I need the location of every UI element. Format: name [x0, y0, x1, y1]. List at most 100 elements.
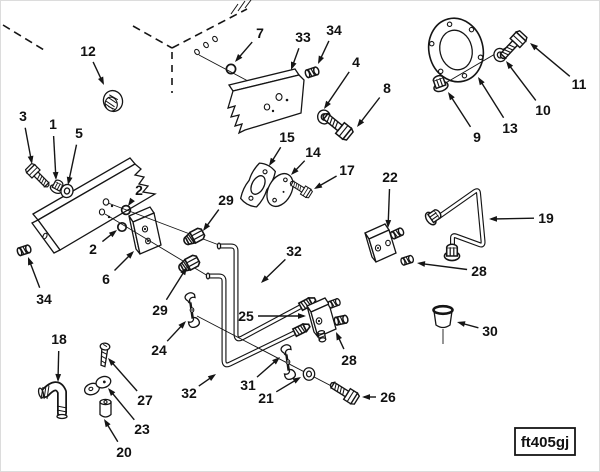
arrowhead-icon: [506, 61, 514, 70]
arrowhead-icon: [203, 222, 211, 231]
flange-plate-part-13: [427, 17, 525, 89]
arrowhead-icon: [291, 167, 299, 175]
bolt-part-3: [23, 161, 53, 191]
tube-clamp-part-24: [184, 292, 201, 329]
part-number-label: 18: [51, 331, 67, 347]
part-number-label: 29: [152, 302, 168, 318]
part-number-label: 4: [352, 54, 360, 70]
part-number-label: 3: [19, 108, 27, 124]
callout-11: 11: [530, 43, 587, 92]
leader-line: [52, 135, 57, 179]
callout-29: 29: [203, 192, 234, 231]
part-number-label: 6: [102, 271, 110, 287]
arrowhead-icon: [28, 257, 34, 266]
part-number-label: 31: [240, 377, 256, 393]
callout-17: 17: [314, 162, 355, 189]
leader-line: [67, 144, 78, 184]
part-number-label: 15: [279, 129, 295, 145]
part-number-label: 24: [151, 342, 167, 358]
arrowhead-icon: [489, 216, 497, 222]
arrowhead-icon: [385, 219, 392, 228]
arrowhead-icon: [318, 55, 324, 64]
part-number-label: 9: [473, 129, 481, 145]
arrowhead-icon: [108, 388, 116, 396]
cap-part-30: [432, 304, 454, 344]
part-number-label: 1: [49, 116, 57, 132]
arrowhead-icon: [126, 251, 134, 259]
callout-10: 10: [506, 61, 551, 118]
arrowhead-icon: [27, 155, 34, 164]
hose-clip-part-23: [83, 375, 112, 396]
part-number-label: 28: [341, 352, 357, 368]
valve-block-part-22: [364, 223, 406, 263]
callout-21: 21: [258, 377, 301, 406]
callout-28: 28: [417, 261, 487, 279]
callout-2: 2: [128, 182, 143, 206]
part-number-label: 10: [535, 102, 551, 118]
arrowhead-icon: [235, 54, 243, 62]
part-number-label: 2: [89, 241, 97, 257]
mounting-bar: [31, 157, 157, 254]
arrowhead-icon: [128, 197, 135, 206]
callout-13: 13: [478, 77, 518, 136]
callout-14: 14: [291, 144, 321, 175]
stamp-box: [514, 427, 576, 456]
part-number-label: 12: [80, 43, 96, 59]
engine-outline-dashed: [2, 0, 252, 93]
stamp-text: ft405gj: [521, 434, 569, 451]
leader-line: [531, 43, 571, 77]
drain-tube-part-19: [422, 188, 486, 262]
part-number-label: 25: [238, 308, 254, 324]
leader-line: [108, 359, 138, 392]
junction-block-part-6: [128, 206, 162, 255]
arrowhead-icon: [357, 118, 365, 127]
arrowhead-icon: [108, 358, 116, 366]
arrowhead-icon: [298, 313, 306, 319]
arrowhead-icon: [478, 77, 485, 86]
arrowhead-icon: [66, 176, 73, 185]
part-number-label: 5: [75, 125, 83, 141]
part-number-label: 11: [572, 76, 587, 92]
arrowhead-icon: [272, 357, 280, 365]
callout-3: 3: [19, 108, 34, 164]
part-number-label: 20: [116, 444, 132, 460]
callout-32: 32: [181, 374, 216, 401]
part-number-label: 8: [383, 80, 391, 96]
callout-22: 22: [382, 169, 398, 228]
callout-23: 23: [108, 388, 150, 437]
arrowhead-icon: [261, 275, 269, 283]
bolt-part-11: [495, 28, 529, 63]
callout-19: 19: [489, 210, 554, 226]
part-number-label: 19: [538, 210, 554, 226]
o-ring-part-2: [120, 204, 132, 216]
callout-9: 9: [448, 92, 481, 145]
arrowhead-icon: [530, 43, 538, 51]
o-ring-part-7: [225, 63, 237, 75]
arrowhead-icon: [417, 261, 426, 267]
fuel-tube-part-32: [216, 242, 318, 342]
callout-18: 18: [51, 331, 67, 382]
leader-line: [418, 262, 468, 271]
arrowhead-icon: [324, 100, 331, 109]
part-number-label: 29: [218, 192, 234, 208]
part-number-label: 30: [482, 323, 498, 339]
callout-28: 28: [336, 332, 357, 368]
arrowhead-icon: [108, 230, 117, 238]
part-number-label: 28: [471, 263, 487, 279]
connector-fitting-part-29: [180, 226, 207, 249]
callout-29: 29: [152, 267, 187, 318]
arrowhead-icon: [52, 171, 59, 180]
arrowhead-icon: [457, 321, 466, 327]
callout-15: 15: [269, 129, 295, 166]
callout-7: 7: [235, 25, 264, 62]
callout-6: 6: [102, 251, 134, 287]
part-number-label: 27: [137, 392, 153, 408]
arrowhead-icon: [448, 92, 455, 101]
part-number-label: 23: [134, 421, 150, 437]
part-number-label: 32: [286, 243, 302, 259]
callout-33: 33: [291, 29, 311, 70]
arrowhead-icon: [292, 377, 301, 384]
